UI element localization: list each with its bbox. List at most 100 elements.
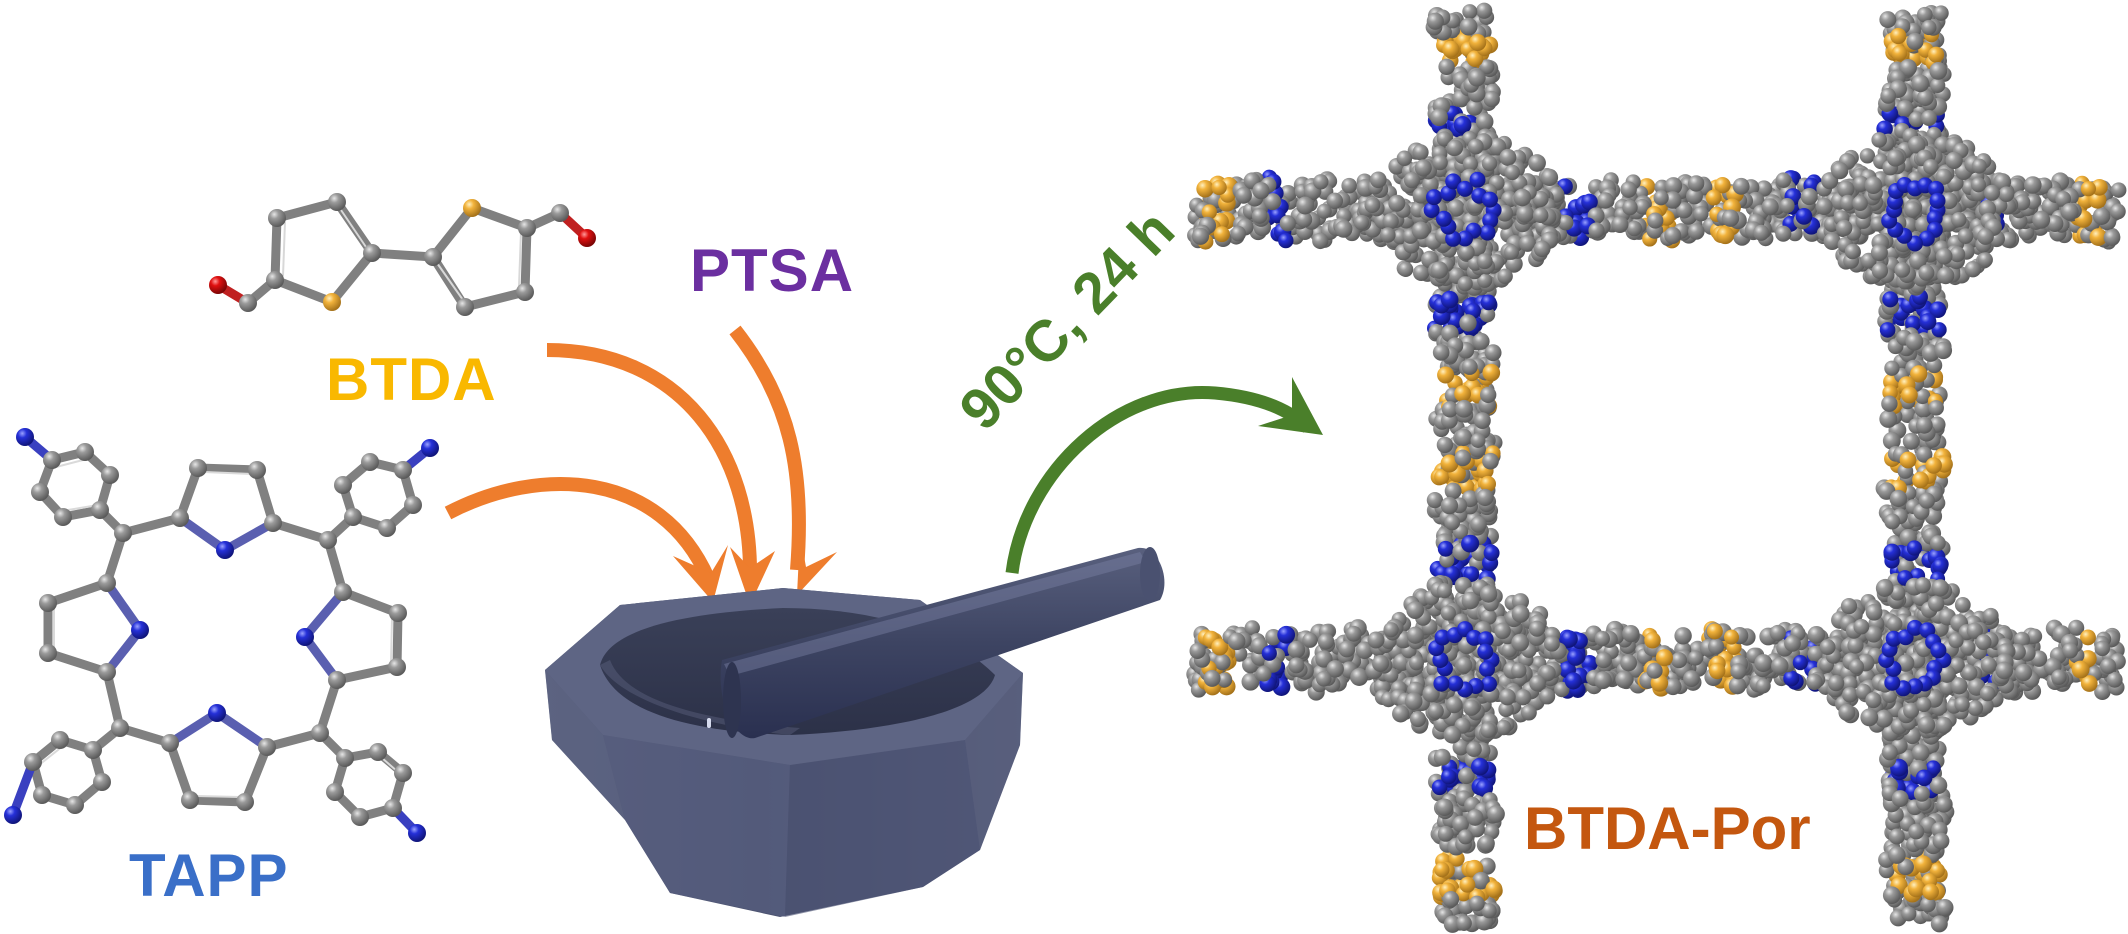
sulfur-atom xyxy=(1723,629,1740,645)
sulfur-atom xyxy=(1211,179,1227,196)
carbon-atom xyxy=(1326,192,1344,210)
carbon-atom xyxy=(1315,650,1333,668)
carbon-atom xyxy=(1483,90,1500,108)
carbon-atom xyxy=(1800,188,1818,206)
carbon-atom xyxy=(1911,74,1930,93)
sulfur-atom xyxy=(1211,638,1229,656)
carbon-atom xyxy=(1388,194,1406,212)
nitrogen-atom xyxy=(1477,643,1494,660)
carbon-atom xyxy=(1886,149,1905,167)
carbon-atom xyxy=(1903,702,1920,719)
carbon-atom xyxy=(1897,557,1915,575)
carbon-atom xyxy=(2106,671,2123,688)
carbon-atom xyxy=(1860,708,1879,727)
carbon-atom xyxy=(1957,228,1974,244)
sulfur-atom xyxy=(1466,50,1484,67)
carbon-atom xyxy=(1287,640,1306,659)
carbon-atom xyxy=(1532,190,1549,208)
carbon-atom xyxy=(2013,631,2030,648)
nitrogen-atom xyxy=(1915,769,1933,787)
sulfur-atom xyxy=(1708,662,1726,680)
carbon-atom xyxy=(1466,809,1484,826)
carbon-atom xyxy=(1364,198,1380,214)
pestle xyxy=(707,547,1165,739)
arrow-btda-to-mortar xyxy=(546,343,758,579)
nitrogen-atom xyxy=(1435,210,1452,227)
carbon-atom xyxy=(1945,151,1963,170)
carbon-atom xyxy=(1934,341,1953,360)
carbon-atom xyxy=(1853,618,1870,635)
carbon-atom xyxy=(1844,243,1861,260)
carbon-atom xyxy=(2032,210,2051,229)
carbon-atom xyxy=(1784,635,1801,652)
carbon-atom xyxy=(1971,158,1987,174)
carbon-atom xyxy=(1444,482,1462,500)
carbon-atom xyxy=(1806,673,1823,690)
carbon-atom xyxy=(1979,685,1996,702)
carbon-atom xyxy=(1871,262,1889,279)
carbon-atom xyxy=(1513,188,1532,207)
carbon-atom xyxy=(1961,665,1978,681)
carbon-atom xyxy=(1532,207,1549,224)
nitrogen-atom xyxy=(1783,670,1800,687)
sulfur-atom xyxy=(2080,181,2096,197)
nitrogen-atom xyxy=(1463,566,1480,582)
sulfur-atom xyxy=(1644,632,1661,649)
carbon-atom xyxy=(1227,632,1246,651)
carbon-atom xyxy=(1438,58,1455,76)
carbon-atom xyxy=(1481,155,1498,172)
nitrogen-atom xyxy=(1477,631,1494,648)
sulfur-atom xyxy=(1201,204,1217,220)
carbon-atom xyxy=(1901,906,1917,922)
nitrogen-atom xyxy=(1434,629,1451,646)
nitrogen-atom xyxy=(1932,558,1949,574)
carbon-atom xyxy=(1852,175,1870,192)
arrowhead-icon xyxy=(673,545,728,602)
carbon-atom xyxy=(1966,622,1983,639)
sulfur-atom xyxy=(2080,675,2098,692)
carbon-atom xyxy=(1935,716,1953,734)
nitrogen-atom xyxy=(1930,642,1947,659)
carbon-atom xyxy=(1937,266,1955,285)
sulfur-atom xyxy=(1899,451,1917,469)
carbon-atom xyxy=(1951,211,1967,228)
carbon-atom xyxy=(1807,625,1826,644)
carbon-atom xyxy=(1440,496,1459,515)
carbon-atom xyxy=(1960,639,1976,656)
carbon-atom xyxy=(1317,633,1335,650)
carbon-atom xyxy=(1353,214,1370,231)
carbon-atom xyxy=(1533,240,1551,258)
carbon-atom xyxy=(1896,100,1914,118)
sulfur-atom xyxy=(1706,623,1723,640)
carbon-atom xyxy=(1977,228,1994,245)
carbon-atom xyxy=(1479,59,1495,75)
carbon-atom xyxy=(1646,662,1663,679)
carbon-atom xyxy=(2100,657,2117,675)
nitrogen-atom xyxy=(1261,645,1277,661)
carbon-atom xyxy=(1252,182,1270,200)
carbon-atom xyxy=(1296,196,1315,215)
carbon-atom xyxy=(1964,260,1982,278)
carbon-atom xyxy=(1879,409,1898,428)
carbon-atom xyxy=(1408,655,1425,671)
carbon-atom xyxy=(1889,584,1906,601)
carbon-atom xyxy=(1611,215,1629,234)
carbon-atom xyxy=(1622,199,1638,216)
carbon-atom xyxy=(1647,212,1664,229)
carbon-atom xyxy=(2061,202,2079,221)
sulfur-atom xyxy=(1479,475,1497,493)
arrowhead-icon xyxy=(730,547,775,605)
carbon-atom xyxy=(1454,449,1472,467)
carbon-atom xyxy=(1841,675,1858,692)
carbon-atom xyxy=(1905,332,1924,351)
carbon-atom xyxy=(1721,209,1740,227)
carbon-atom xyxy=(1503,244,1520,260)
carbon-atom xyxy=(1477,272,1493,288)
nitrogen-atom xyxy=(1446,312,1464,329)
carbon-atom xyxy=(1823,232,1841,251)
carbon-atom xyxy=(1372,654,1390,672)
carbon-atom xyxy=(1312,232,1329,250)
carbon-atom xyxy=(1472,871,1490,890)
carbon-atom xyxy=(2046,215,2064,233)
carbon-atom xyxy=(1557,214,1574,231)
